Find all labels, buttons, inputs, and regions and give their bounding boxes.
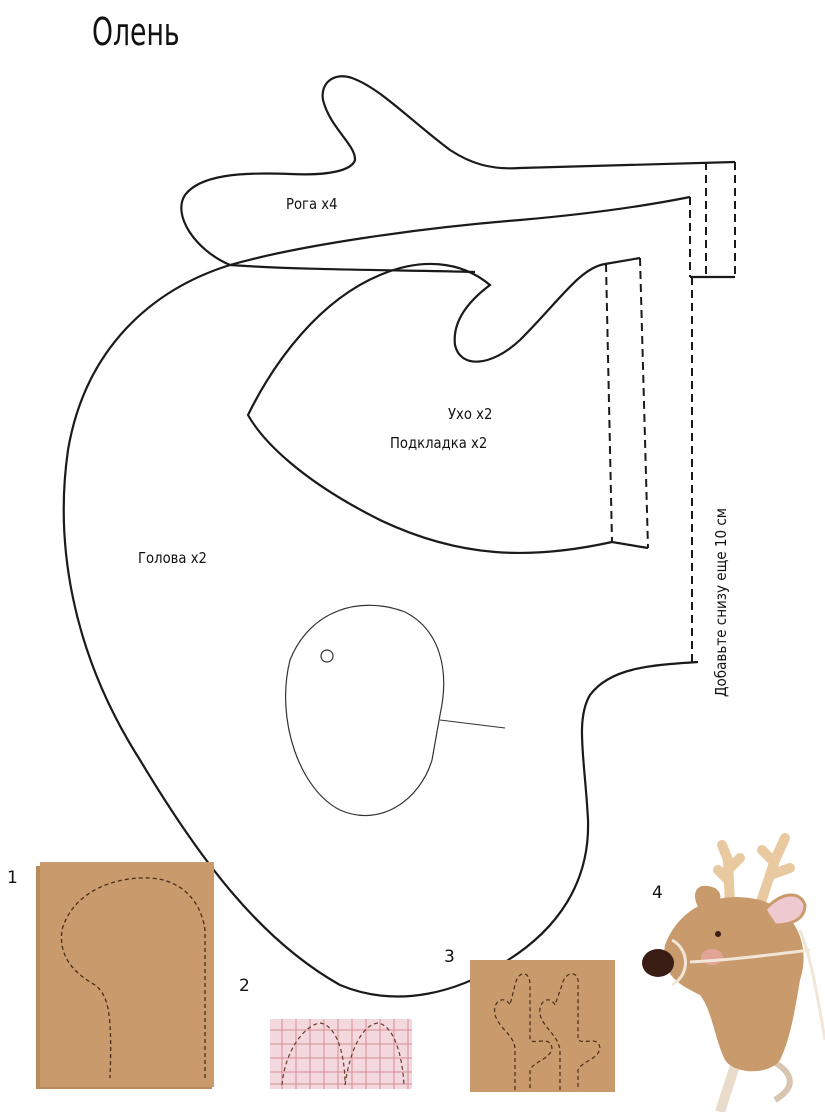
antler-label: Рога x4 xyxy=(286,195,338,213)
step4-illustration xyxy=(642,833,825,1112)
head-outline xyxy=(62,263,699,998)
eye-mark xyxy=(320,649,334,663)
step-number-4: 4 xyxy=(652,883,663,903)
head-label: Голова x2 xyxy=(138,549,207,567)
page-title: Олень xyxy=(92,10,180,54)
step-number-2: 2 xyxy=(239,976,250,996)
ear-label: Ухо x2 xyxy=(448,405,493,423)
ear-outline xyxy=(246,262,649,555)
ear-top-edge xyxy=(604,256,641,266)
antler-outline xyxy=(180,75,736,267)
head-top-line xyxy=(229,263,476,274)
ear-seam-right xyxy=(639,257,649,549)
step3-illustration xyxy=(470,960,615,1092)
ear-seam-left xyxy=(605,263,613,543)
muzzle-line xyxy=(439,719,506,729)
step-number-1: 1 xyxy=(7,868,18,888)
extend-note: Добавьте снизу еще 10 см xyxy=(712,508,730,697)
step1-illustration xyxy=(36,862,214,1089)
muzzle-guide xyxy=(285,604,445,817)
antler-outline-lower xyxy=(229,195,691,267)
step-number-3: 3 xyxy=(444,947,455,967)
ear-lining-label: Подкладка x2 xyxy=(390,434,488,452)
step2-illustration xyxy=(270,1019,412,1089)
